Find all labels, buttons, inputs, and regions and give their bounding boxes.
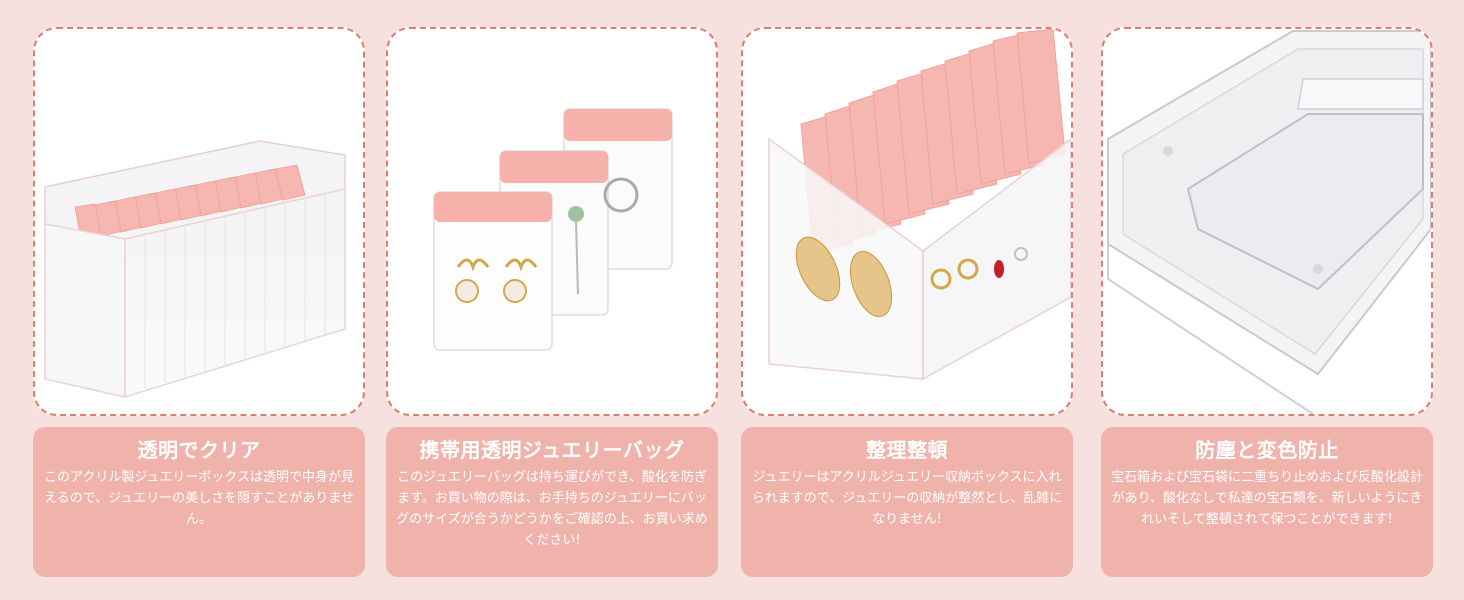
product-photo-box: [33, 27, 365, 416]
product-photo-lid: [1101, 27, 1433, 416]
feature-caption: 携帯用透明ジュエリーバッグ このジュエリーバッグは持ち運びができ、酸化を防ぎます…: [386, 427, 718, 577]
feature-caption: 透明でクリア このアクリル製ジュエリーボックスは透明で中身が見えるので、ジュエリ…: [33, 427, 365, 577]
product-photo-organized: [741, 27, 1073, 416]
feature-title: 防塵と変色防止: [1195, 438, 1339, 462]
feature-panel-bags: 携帯用透明ジュエリーバッグ このジュエリーバッグは持ち運びができ、酸化を防ぎます…: [386, 0, 718, 600]
feature-description: このジュエリーバッグは持ち運びができ、酸化を防ぎます。お買い物の際は、お手持ちの…: [396, 470, 708, 548]
feature-panel-dustproof: 防塵と変色防止 宝石箱および宝石袋に二重ちり止めおよび反酸化設計があり、酸化なし…: [1101, 0, 1433, 600]
feature-description: このアクリル製ジュエリーボックスは透明で中身が見えるので、ジュエリーの美しさを隠…: [43, 470, 355, 527]
feature-title: 透明でクリア: [137, 438, 261, 462]
feature-panel-clear: 透明でクリア このアクリル製ジュエリーボックスは透明で中身が見えるので、ジュエリ…: [33, 0, 365, 600]
zip-bags-illustration: [433, 108, 673, 351]
feature-description: 宝石箱および宝石袋に二重ちり止めおよび反酸化設計があり、酸化なしで私達の宝石類を…: [1111, 470, 1424, 527]
feature-title: 携帯用透明ジュエリーバッグ: [419, 438, 685, 462]
organized-box-illustration: [768, 29, 1071, 381]
feature-caption: 防塵と変色防止 宝石箱および宝石袋に二重ちり止めおよび反酸化設計があり、酸化なし…: [1101, 427, 1433, 577]
feature-description: ジュエリーはアクリルジュエリー収納ボックスに入れられますので、ジュエリーの収納が…: [751, 470, 1063, 527]
acrylic-box-illustration: [44, 140, 346, 399]
feature-title: 整理整頓: [866, 438, 948, 462]
product-photo-bags: [386, 27, 718, 416]
acrylic-lid-illustration: [1107, 30, 1431, 414]
feature-caption: 整理整頓 ジュエリーはアクリルジュエリー収納ボックスに入れられますので、ジュエリ…: [741, 427, 1073, 577]
feature-panel-organize: 整理整頓 ジュエリーはアクリルジュエリー収納ボックスに入れられますので、ジュエリ…: [741, 0, 1073, 600]
